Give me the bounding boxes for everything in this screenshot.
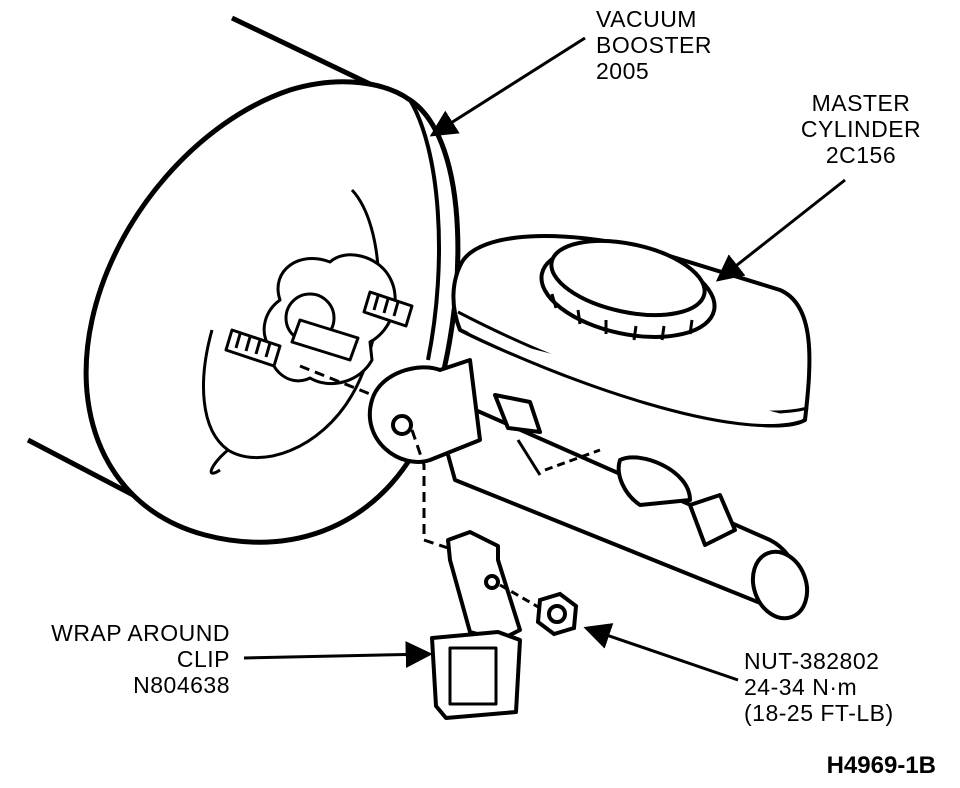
label-nut: NUT-382802 24-34 N·m (18-25 FT-LB) <box>744 648 894 726</box>
label-line: NUT-382802 <box>744 648 880 674</box>
label-line: 2005 <box>596 58 650 84</box>
arrow-wrap-clip <box>243 641 433 669</box>
label-line: MASTER <box>811 90 911 116</box>
label-line: 2C156 <box>825 142 897 168</box>
label-line: CLIP <box>176 646 230 672</box>
arrow-vacuum-booster <box>429 36 586 137</box>
leader-arrows <box>243 36 846 682</box>
label-wrap-around-clip: WRAP AROUND CLIP N804638 <box>8 620 230 698</box>
label-line: 24-34 N·m <box>744 674 858 700</box>
label-line: WRAP AROUND <box>51 620 230 646</box>
label-master-cylinder: MASTER CYLINDER 2C156 <box>784 90 938 168</box>
label-line: N804638 <box>133 672 230 698</box>
label-vacuum-booster: VACUUM BOOSTER 2005 <box>596 6 712 84</box>
wrap-around-clip <box>410 429 522 720</box>
label-line: VACUUM <box>596 6 697 32</box>
label-line: BOOSTER <box>596 32 712 58</box>
vacuum-booster <box>26 15 461 545</box>
label-line: (18-25 FT-LB) <box>744 700 894 726</box>
arrow-nut <box>583 623 739 682</box>
master-cylinder <box>368 234 812 621</box>
arrow-master-cylinder <box>715 178 846 282</box>
nut <box>499 583 579 637</box>
figure-id: H4969-1B <box>826 752 936 779</box>
label-line: CYLINDER <box>800 116 922 142</box>
